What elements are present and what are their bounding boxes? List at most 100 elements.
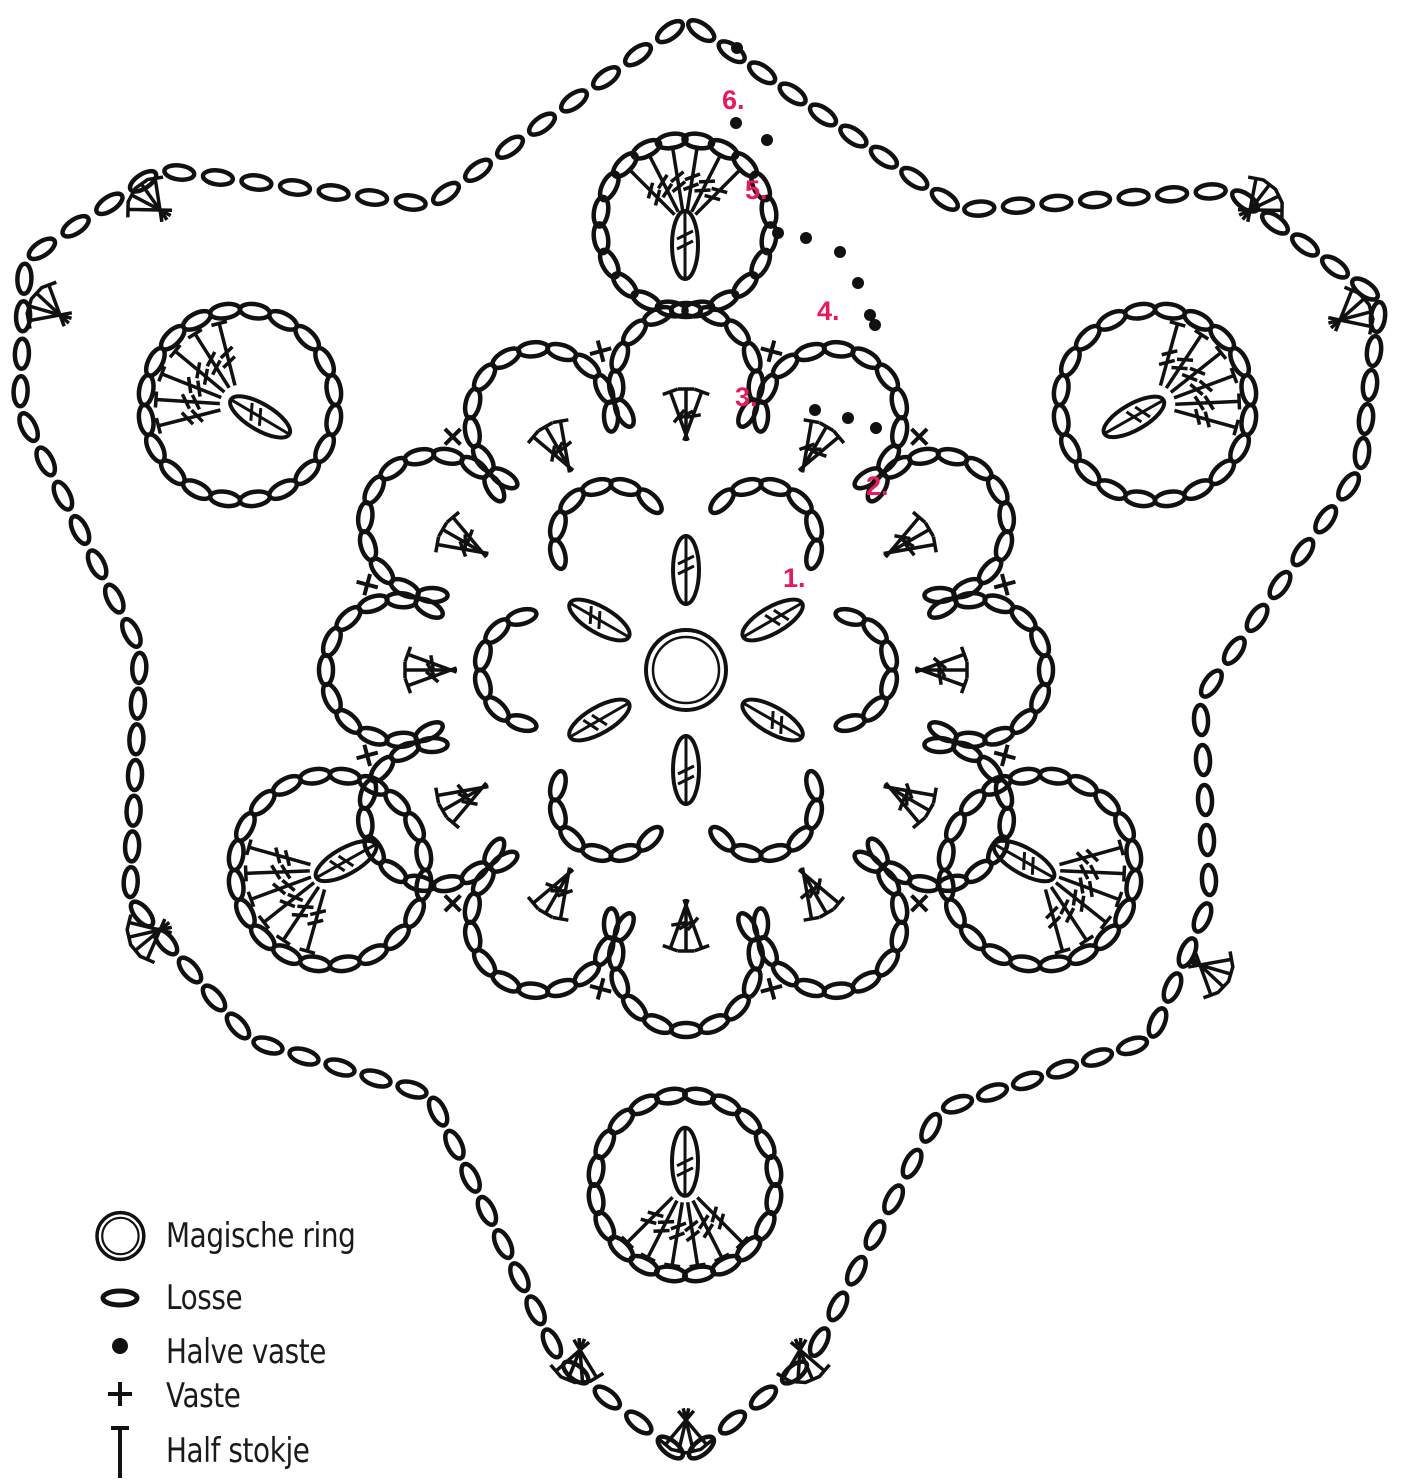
chain-stitch-mark <box>357 592 390 615</box>
chain-stitch-mark <box>654 17 687 46</box>
chain-stitch-mark <box>16 411 42 444</box>
slip-stitch-mark <box>800 232 812 244</box>
chain-stitch-mark <box>741 341 764 374</box>
chain-stitch-mark <box>890 892 909 924</box>
puff-cluster-mark <box>672 211 698 279</box>
chain-stitch-mark <box>1118 189 1149 205</box>
chain-stitch-mark <box>1039 955 1071 974</box>
chain-stitch-mark <box>33 445 59 478</box>
chain-stitch-mark <box>794 341 827 363</box>
tr-mark <box>664 1201 690 1267</box>
chain-stitch-mark <box>417 588 447 603</box>
chain-stitch-mark <box>591 1383 623 1413</box>
chain-stitch-mark <box>539 1327 565 1360</box>
chain-stitch-mark <box>1124 302 1156 321</box>
chain-stitch-mark <box>1081 1046 1114 1069</box>
chain-stitch-mark <box>558 86 591 115</box>
chain-stitch-mark <box>889 387 909 419</box>
chain-stitch-mark <box>126 795 141 826</box>
chain-stitch-mark <box>759 842 792 863</box>
chain-stitch-mark <box>252 1034 285 1056</box>
puff-cluster-mark <box>224 388 296 445</box>
chain-stitch-mark <box>825 1290 851 1323</box>
puff-cluster-mark <box>673 736 699 804</box>
chain-stitch-mark <box>1052 374 1071 406</box>
legend-item-half-double-crochet: Half stokje <box>80 1420 341 1482</box>
chain-stitch-mark <box>1052 404 1071 436</box>
chain-stitch-mark <box>604 401 619 431</box>
magic-ring-mark <box>646 630 726 710</box>
chain-stitch-mark <box>132 653 147 684</box>
round-label-2: 2. <box>866 473 889 500</box>
chain-stitch-mark <box>1125 839 1144 871</box>
chain-stitch-mark <box>707 823 738 854</box>
chain-stitch-mark <box>118 616 144 649</box>
chain-stitch-mark <box>834 712 867 733</box>
slip-stitch-mark <box>731 42 743 54</box>
slip-stitch-mark <box>730 117 742 129</box>
slip-stitch-mark <box>869 319 881 331</box>
chain-stitch-mark <box>976 1081 1009 1104</box>
chain-stitch-mark <box>998 807 1015 838</box>
chain-stitch-mark <box>1201 865 1216 896</box>
chain-stitch-mark <box>924 738 954 753</box>
chain-stitch-mark <box>609 842 642 863</box>
chain-stitch-mark <box>622 40 655 69</box>
slip-stitch-mark <box>772 227 784 239</box>
chain-stitch-mark <box>13 376 28 406</box>
chain-stitch-mark <box>1289 536 1318 569</box>
chain-stitch-mark <box>50 479 76 512</box>
chain-stitch-mark <box>239 302 271 321</box>
chain-stitch-mark <box>1240 374 1259 406</box>
round-label-5: 5. <box>745 177 768 204</box>
chain-stitch-mark <box>462 156 495 185</box>
chain-stitch-mark <box>1193 705 1208 736</box>
chain-stitch-mark <box>463 920 483 952</box>
chain-stitch-mark <box>1046 1058 1079 1081</box>
chain-stitch-mark <box>357 529 379 562</box>
chain-stitch-mark <box>918 1111 944 1144</box>
chain-stitch-mark <box>209 490 241 509</box>
hdc-mark <box>135 179 174 224</box>
chain-stitch-mark <box>685 16 718 45</box>
chain-stitch-mark <box>1353 437 1370 468</box>
chain-stitch-mark <box>880 1183 906 1216</box>
chain-stitch-mark <box>1197 667 1226 700</box>
chain-stitch-mark <box>823 341 854 358</box>
chain-stitch-mark <box>325 404 344 436</box>
puff-cluster-mark <box>673 536 699 604</box>
chain-stitch-mark <box>937 869 956 901</box>
chain-stitch-mark <box>899 1147 925 1180</box>
slip-stitch-mark <box>870 422 882 434</box>
chain-stitch-mark <box>415 839 434 871</box>
tr-mark <box>1175 393 1240 412</box>
chain-stitch-mark <box>1041 195 1072 211</box>
chain-stitch-mark <box>908 447 940 466</box>
puff-cluster-mark <box>737 592 809 649</box>
chain-stitch-mark <box>505 606 538 627</box>
chain-stitch-mark <box>386 732 417 748</box>
legend-item-chain: Losse <box>80 1272 259 1324</box>
chain-stitch-mark <box>862 1218 888 1251</box>
chain-stitch-mark <box>655 1087 687 1106</box>
puff-cluster-mark <box>1098 389 1170 445</box>
chain-stitch-mark <box>807 101 840 130</box>
chain-stitch-mark <box>17 264 32 294</box>
tr-mark <box>1153 322 1186 388</box>
puff-cluster-mark <box>737 692 809 749</box>
chain-stitch-mark <box>998 502 1015 533</box>
chain-stitch-mark <box>547 538 568 571</box>
magic-ring-mark <box>653 637 719 703</box>
chain-stitch-mark <box>202 169 234 187</box>
slip-stitch-mark <box>809 404 821 416</box>
chain-stitch-mark <box>396 1078 429 1100</box>
chain-stitch-mark <box>890 416 909 448</box>
chain-stitch-mark <box>299 955 331 974</box>
chain-stitch-mark <box>93 190 126 218</box>
chain-stitch-mark <box>1357 403 1374 434</box>
tr-mark <box>1038 887 1071 953</box>
chain-stitch-mark <box>1157 186 1188 202</box>
chain-stitch-mark <box>101 582 127 615</box>
chain-stitch-mark <box>137 404 156 436</box>
chain-stitch-mark <box>137 374 156 406</box>
